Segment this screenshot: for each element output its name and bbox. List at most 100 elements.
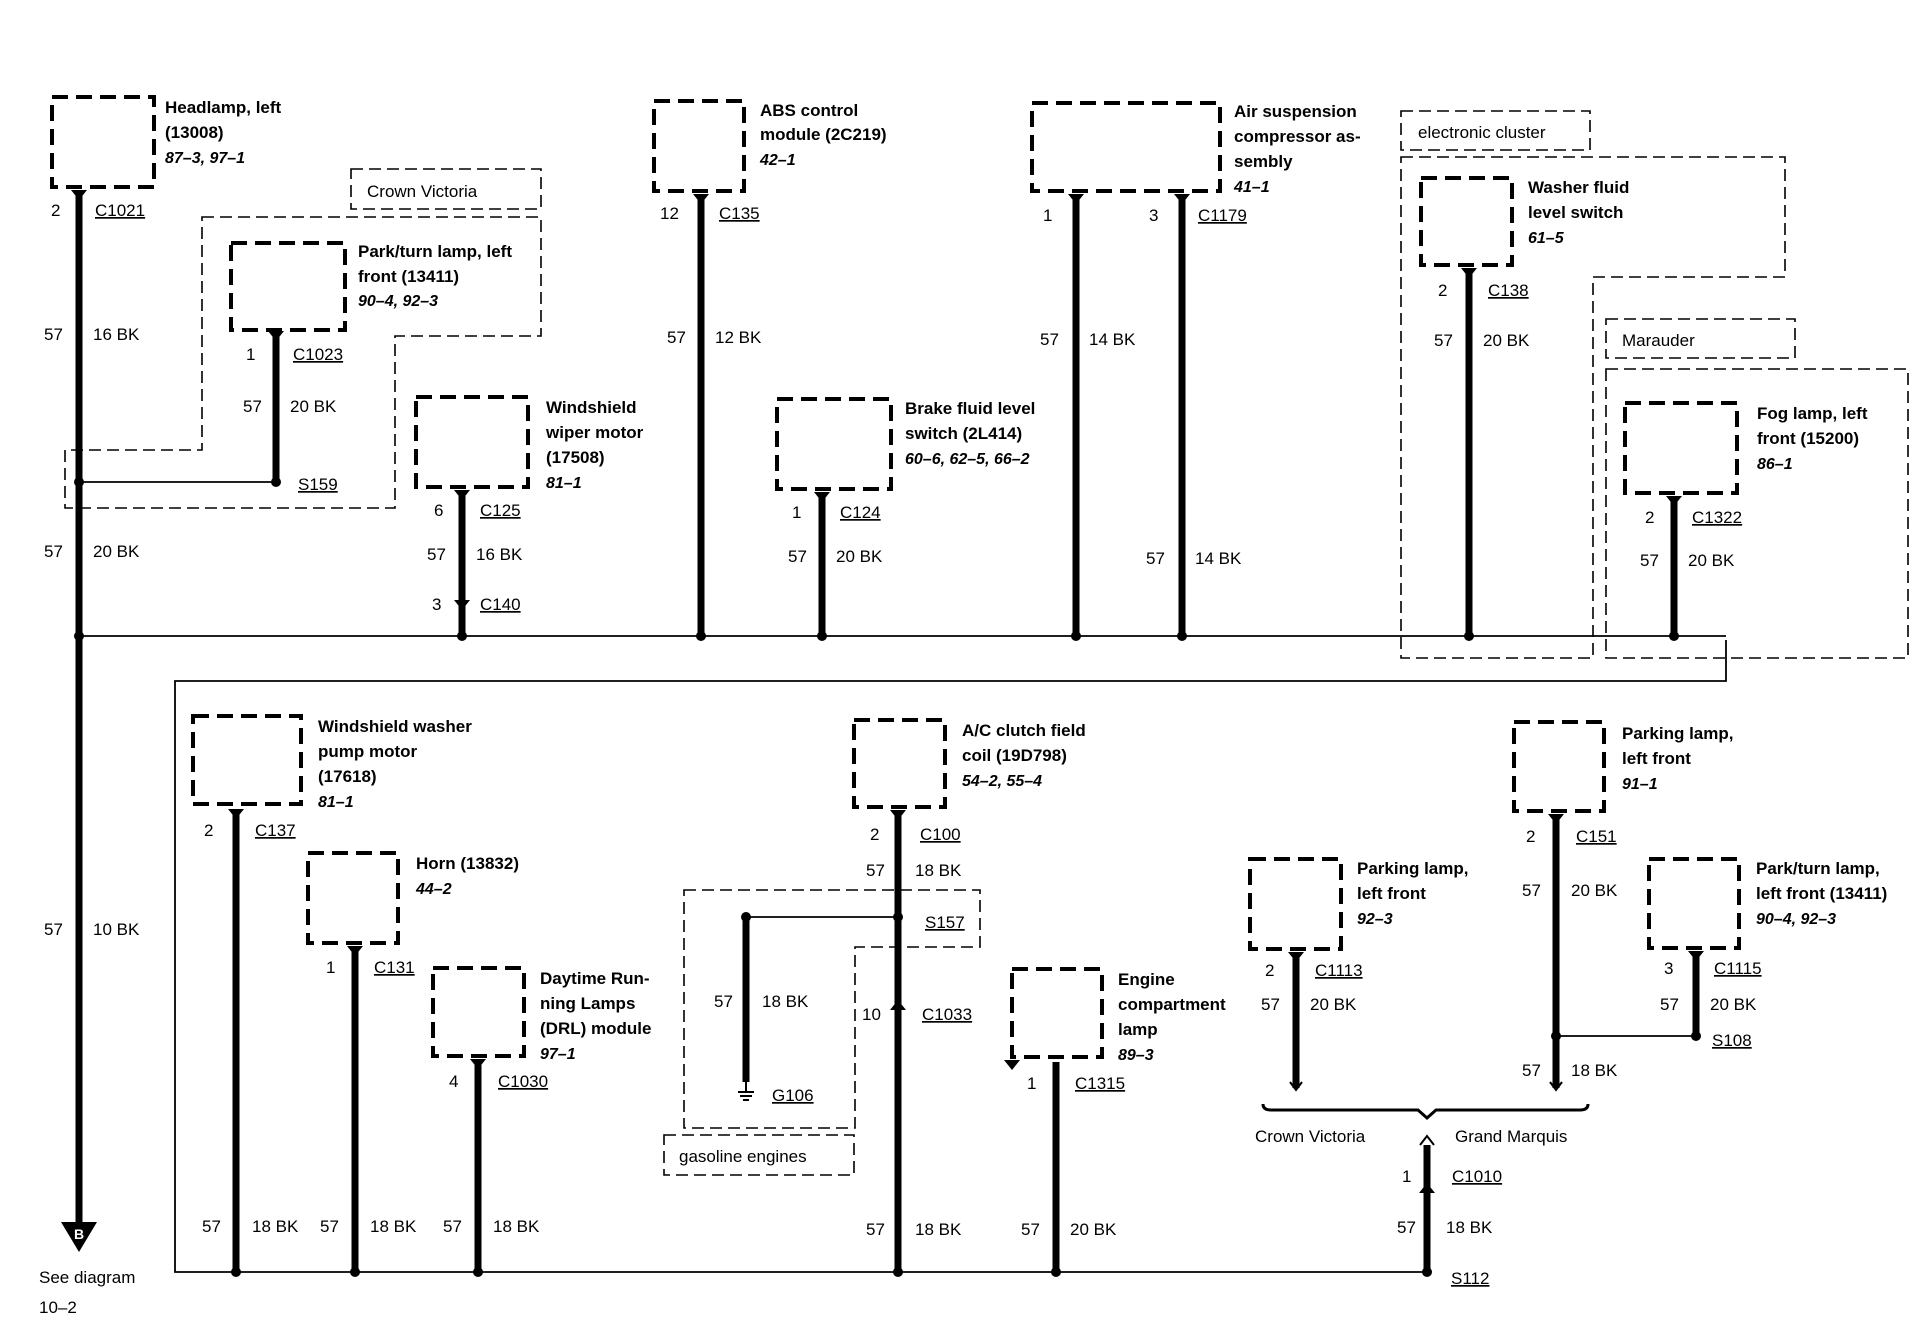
svg-text:60–6, 62–5, 66–2: 60–6, 62–5, 66–2 (905, 451, 1030, 468)
svg-text:14 BK: 14 BK (1195, 549, 1242, 568)
svg-text:57: 57 (1261, 995, 1280, 1014)
svg-text:Engine: Engine (1118, 970, 1175, 989)
parking-cv-box (1248, 857, 1343, 951)
svg-text:Parking lamp,: Parking lamp, (1622, 724, 1733, 743)
svg-text:front (13411): front (13411) (358, 267, 459, 286)
svg-text:Fog lamp, left: Fog lamp, left (1757, 404, 1868, 423)
svg-text:left front: left front (1357, 884, 1426, 903)
svg-text:Park/turn lamp, left: Park/turn lamp, left (358, 242, 512, 261)
ground-icon (738, 1082, 754, 1101)
svg-text:20 BK: 20 BK (1710, 995, 1757, 1014)
svg-text:1: 1 (246, 345, 255, 364)
washer-fluid-box (1419, 176, 1514, 267)
svg-text:Windshield washer: Windshield washer (318, 717, 472, 736)
svg-text:front (15200): front (15200) (1757, 429, 1859, 448)
component-engine-lamp: Engine compartment lamp 89–3 1 C1315 57 … (1021, 970, 1226, 1239)
svg-text:S112: S112 (1451, 1269, 1489, 1288)
svg-text:C140: C140 (480, 595, 521, 614)
svg-text:Air suspension: Air suspension (1234, 102, 1357, 121)
component-drl-module: Daytime Run- ning Lamps (DRL) module 97–… (443, 969, 651, 1236)
svg-text:C1010: C1010 (1452, 1167, 1502, 1186)
svg-text:57: 57 (1021, 1220, 1040, 1239)
svg-text:C151: C151 (1576, 827, 1617, 846)
thick-wires (75, 192, 1700, 1272)
svg-text:44–2: 44–2 (415, 881, 452, 898)
svg-text:57: 57 (1040, 330, 1059, 349)
svg-text:18 BK: 18 BK (493, 1217, 540, 1236)
svg-text:1: 1 (1043, 206, 1052, 225)
main-bus-label: 57 20 BK (44, 542, 140, 561)
svg-text:2: 2 (1265, 961, 1274, 980)
svg-text:Daytime Run-: Daytime Run- (540, 969, 650, 988)
svg-text:(17618): (17618) (318, 767, 377, 786)
svg-text:57: 57 (1522, 1061, 1541, 1080)
svg-text:C1030: C1030 (498, 1072, 548, 1091)
svg-text:90–4, 92–3: 90–4, 92–3 (358, 293, 438, 310)
continuation-arrow-icon (61, 1222, 97, 1252)
svg-text:module (2C219): module (2C219) (760, 125, 887, 144)
svg-text:Park/turn lamp,: Park/turn lamp, (1756, 859, 1880, 878)
svg-text:ABS control: ABS control (760, 101, 858, 120)
svg-text:Headlamp, left: Headlamp, left (165, 98, 282, 117)
svg-text:6: 6 (434, 501, 443, 520)
component-headlamp-left: Headlamp, left (13008) 87–3, 97–1 2 C102… (44, 98, 282, 344)
component-wiper-motor: Windshield wiper motor (17508) 81–1 6 C1… (427, 398, 644, 614)
svg-text:10: 10 (862, 1005, 881, 1024)
svg-text:97–1: 97–1 (540, 1046, 576, 1063)
svg-text:57: 57 (788, 547, 807, 566)
svg-text:57: 57 (714, 992, 733, 1011)
svg-text:18 BK: 18 BK (1446, 1218, 1493, 1237)
fog-lamp-box (1623, 401, 1739, 495)
headlamp-box (50, 95, 156, 189)
svg-text:10–2: 10–2 (39, 1298, 77, 1317)
svg-text:4: 4 (449, 1072, 458, 1091)
svg-text:1: 1 (1402, 1167, 1411, 1186)
svg-text:18 BK: 18 BK (915, 861, 962, 880)
component-park-turn-gm: Park/turn lamp, left front (13411) 90–4,… (1660, 859, 1887, 1050)
svg-text:90–4, 92–3: 90–4, 92–3 (1756, 911, 1836, 928)
svg-text:compartment: compartment (1118, 995, 1226, 1014)
svg-text:3: 3 (1664, 959, 1673, 978)
svg-text:57: 57 (1397, 1218, 1416, 1237)
svg-text:18 BK: 18 BK (1571, 1061, 1618, 1080)
svg-text:41–1: 41–1 (1233, 179, 1270, 196)
svg-text:92–3: 92–3 (1357, 911, 1393, 928)
zone-labels: Crown Victoria electronic cluster Maraud… (367, 123, 1695, 1166)
svg-text:(DRL) module: (DRL) module (540, 1019, 651, 1038)
svg-text:C124: C124 (840, 503, 881, 522)
svg-text:C1021: C1021 (95, 201, 145, 220)
svg-text:C1113: C1113 (1315, 961, 1363, 980)
svg-text:coil (19D798): coil (19D798) (962, 746, 1067, 765)
svg-text:57: 57 (320, 1217, 339, 1236)
svg-text:57: 57 (44, 542, 63, 561)
thin-wires (79, 481, 1727, 1273)
svg-text:89–3: 89–3 (1118, 1047, 1154, 1064)
ac-clutch-box (852, 718, 947, 809)
zone-label-gasoline-engines: gasoline engines (679, 1147, 807, 1166)
component-air-suspension: Air suspension compressor as- sembly 41–… (1040, 102, 1361, 568)
svg-text:20 BK: 20 BK (1483, 331, 1530, 350)
svg-text:81–1: 81–1 (318, 794, 354, 811)
svg-text:C1033: C1033 (922, 1005, 972, 1024)
drl-box (431, 966, 526, 1058)
svg-text:lamp: lamp (1118, 1020, 1158, 1039)
svg-text:18 BK: 18 BK (370, 1217, 417, 1236)
zone-label-marauder: Marauder (1622, 331, 1695, 350)
svg-text:20 BK: 20 BK (1571, 881, 1618, 900)
component-ac-clutch: A/C clutch field coil (19D798) 54–2, 55–… (862, 721, 1086, 1239)
zone-label-crown-victoria: Crown Victoria (367, 182, 478, 201)
svg-text:Parking lamp,: Parking lamp, (1357, 859, 1468, 878)
svg-text:C1315: C1315 (1075, 1074, 1125, 1093)
svg-text:C1322: C1322 (1692, 508, 1742, 527)
svg-text:S157: S157 (925, 913, 965, 932)
svg-text:Horn (13832): Horn (13832) (416, 854, 519, 873)
svg-text:level switch: level switch (1528, 203, 1623, 222)
svg-text:2: 2 (1526, 827, 1535, 846)
svg-text:1: 1 (1027, 1074, 1036, 1093)
svg-text:86–1: 86–1 (1757, 456, 1793, 473)
svg-text:left front: left front (1622, 749, 1691, 768)
svg-text:(17508): (17508) (546, 448, 605, 467)
component-parking-lamp-cv: Parking lamp, left front 92–3 2 C1113 57… (1261, 859, 1468, 1014)
svg-text:20 BK: 20 BK (93, 542, 140, 561)
